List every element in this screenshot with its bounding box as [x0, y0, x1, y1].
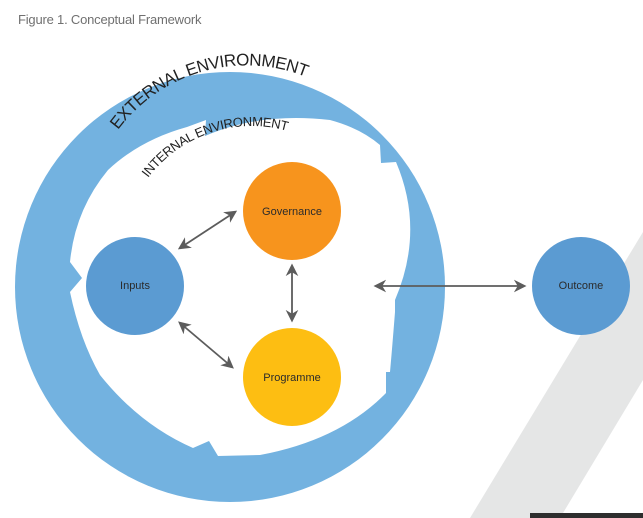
figure-title: Figure 1. Conceptual Framework [18, 12, 202, 27]
footer-bar [530, 513, 643, 518]
governance-circle [243, 162, 341, 260]
outcome-circle [532, 237, 630, 335]
node-governance: Governance [243, 162, 341, 260]
arrow-inputs-programme [178, 321, 234, 369]
outcome-label: Outcome [559, 280, 604, 292]
arrow-inputs-governance [177, 210, 238, 250]
programme-circle [243, 328, 341, 426]
programme-label: Programme [263, 372, 320, 384]
arrows [177, 210, 527, 369]
node-outcome: Outcome [532, 237, 630, 335]
inputs-label: Inputs [120, 280, 150, 292]
external-environment: EXTERNAL ENVIRONMENT INTERNAL ENVIRONMEN… [15, 50, 445, 502]
node-programme: Programme [243, 328, 341, 426]
governance-label: Governance [262, 206, 322, 218]
inputs-circle [86, 237, 184, 335]
node-inputs: Inputs [86, 237, 184, 335]
